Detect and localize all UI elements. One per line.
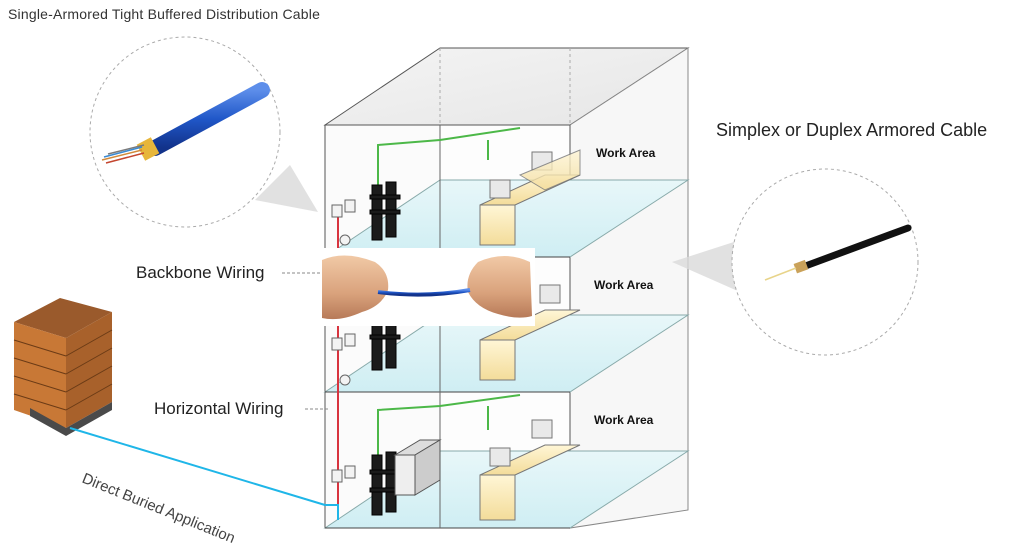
horizontal-wiring-label: Horizontal Wiring [154, 399, 284, 418]
mini-building [13, 298, 113, 436]
work-area-label-floor-1: Work Area [594, 413, 654, 427]
diagram-title: Single-Armored Tight Buffered Distributi… [8, 6, 321, 22]
inset-armored-cable [672, 168, 919, 356]
work-area-label-floor-3: Work Area [596, 146, 656, 160]
cabling-diagram [13, 36, 919, 529]
simplex-duplex-label: Simplex or Duplex Armored Cable [716, 120, 988, 140]
backbone-wiring-label: Backbone Wiring [136, 263, 265, 282]
direct-buried-cable [69, 427, 326, 506]
hands-photo [320, 248, 535, 326]
work-area-label-floor-2: Work Area [594, 278, 654, 292]
wall-outlets [331, 199, 356, 483]
inset-tight-buffered-cable [89, 36, 318, 228]
server-cabinet [393, 439, 442, 496]
equipment-racks [369, 181, 401, 516]
buried-cable-entry [325, 504, 339, 520]
